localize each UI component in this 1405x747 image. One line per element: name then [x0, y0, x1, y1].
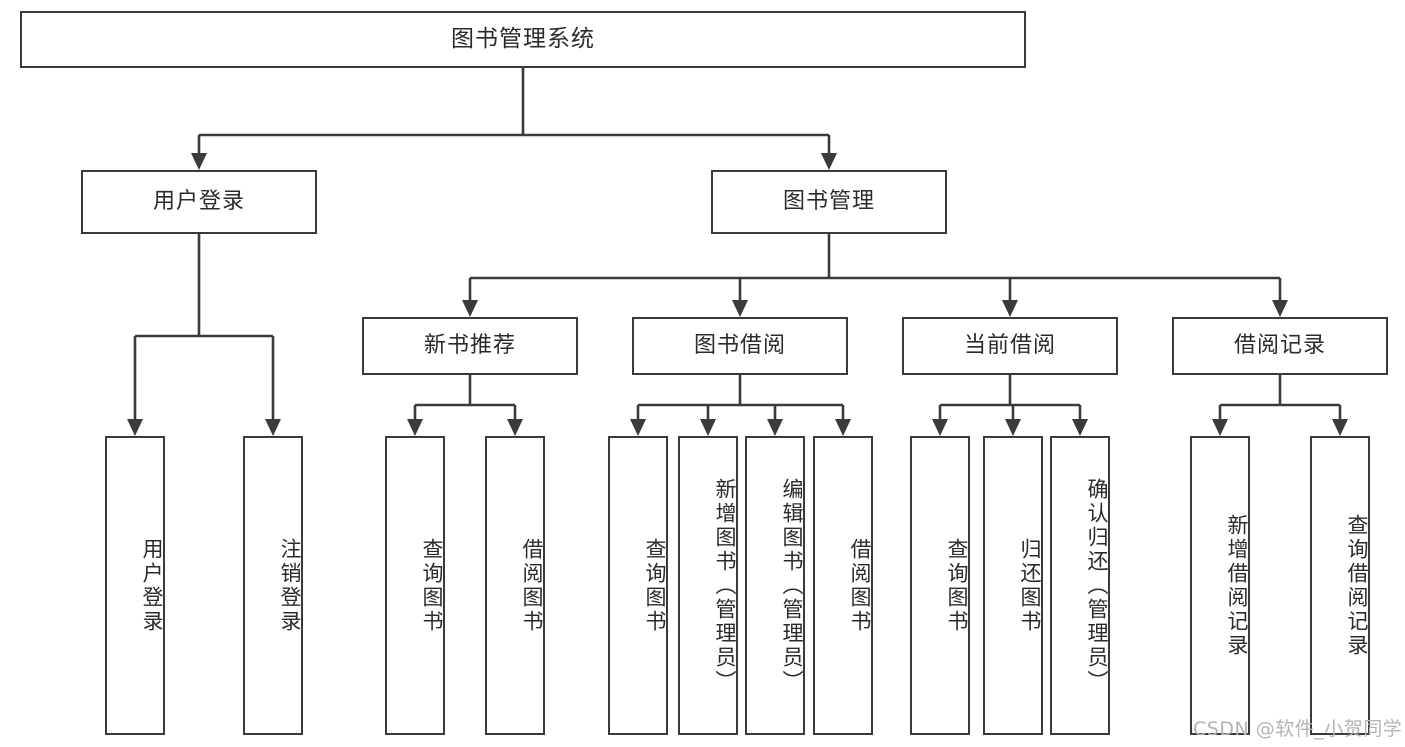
- node-label: 查询图书: [643, 537, 667, 634]
- arrowhead-new-book-fanout-1: [507, 419, 523, 436]
- node-label: 查询图书: [945, 537, 969, 634]
- node-l3-current-borrow[interactable]: 当前借阅: [902, 317, 1118, 375]
- arrowhead-borrow-record-fanout-0: [1212, 419, 1228, 436]
- node-l3-borrow-record[interactable]: 借阅记录: [1172, 317, 1388, 375]
- node-label: 新增图书（管理员）: [713, 477, 737, 694]
- node-root[interactable]: 图书管理系统: [20, 11, 1026, 68]
- node-l4-borrow-book-b[interactable]: 借阅图书: [813, 436, 873, 735]
- node-l2-user-login[interactable]: 用户登录: [81, 170, 317, 234]
- node-label: 编辑图书（管理员）: [780, 477, 804, 694]
- arrowhead-book-borrow-fanout-2: [767, 419, 783, 436]
- arrowhead-borrow-record-fanout-1: [1332, 419, 1348, 436]
- node-label: 借阅图书: [848, 537, 872, 634]
- watermark: CSDN @软件_小贺同学: [1193, 718, 1403, 740]
- node-label: 注销登录: [278, 537, 302, 634]
- arrowhead-book-mgmt-fanout-2: [1002, 300, 1018, 317]
- node-l3-new-book-rec[interactable]: 新书推荐: [362, 317, 578, 375]
- node-label: 新增借阅记录: [1225, 513, 1249, 658]
- node-label: 用户登录: [152, 188, 245, 214]
- node-l4-return-book[interactable]: 归还图书: [983, 436, 1043, 735]
- arrowhead-book-borrow-fanout-1: [700, 419, 716, 436]
- node-label: 当前借阅: [963, 332, 1056, 358]
- node-l4-user-logout[interactable]: 注销登录: [243, 436, 303, 735]
- node-l3-book-borrow[interactable]: 图书借阅: [632, 317, 848, 375]
- node-label: 确认归还（管理员）: [1085, 477, 1109, 694]
- node-l4-confirm-return[interactable]: 确认归还（管理员）: [1050, 436, 1110, 735]
- node-l4-borrow-book-a[interactable]: 借阅图书: [485, 436, 545, 735]
- node-l4-add-book[interactable]: 新增图书（管理员）: [678, 436, 738, 735]
- arrowhead-book-borrow-fanout-3: [835, 419, 851, 436]
- node-label: 图书管理系统: [451, 25, 595, 52]
- node-l4-query-book-a[interactable]: 查询图书: [385, 436, 445, 735]
- node-label: 查询图书: [420, 537, 444, 634]
- arrowhead-root-fanout-1: [821, 153, 837, 170]
- node-label: 归还图书: [1018, 537, 1042, 634]
- arrowhead-new-book-fanout-0: [407, 419, 423, 436]
- arrowhead-user-login-fanout-0: [127, 419, 143, 436]
- arrowhead-book-mgmt-fanout-3: [1272, 300, 1288, 317]
- node-label: 借阅图书: [520, 537, 544, 634]
- node-l2-book-mgmt[interactable]: 图书管理: [711, 170, 947, 234]
- arrowhead-root-fanout-0: [191, 153, 207, 170]
- arrowhead-current-borrow-fanout-0: [932, 419, 948, 436]
- node-label: 借阅记录: [1233, 332, 1326, 358]
- node-label: 图书管理: [782, 188, 875, 214]
- node-label: 新书推荐: [423, 332, 516, 358]
- node-l4-edit-book[interactable]: 编辑图书（管理员）: [745, 436, 805, 735]
- node-l4-user-login[interactable]: 用户登录: [105, 436, 165, 735]
- node-l4-query-record[interactable]: 查询借阅记录: [1310, 436, 1370, 735]
- node-l4-query-book-c[interactable]: 查询图书: [910, 436, 970, 735]
- arrowhead-book-mgmt-fanout-1: [732, 300, 748, 317]
- node-l4-query-book-b[interactable]: 查询图书: [608, 436, 668, 735]
- arrowhead-current-borrow-fanout-1: [1005, 419, 1021, 436]
- arrowhead-book-borrow-fanout-0: [630, 419, 646, 436]
- arrowhead-user-login-fanout-1: [265, 419, 281, 436]
- arrowhead-book-mgmt-fanout-0: [462, 300, 478, 317]
- node-label: 查询借阅记录: [1345, 513, 1369, 658]
- arrowhead-current-borrow-fanout-2: [1072, 419, 1088, 436]
- node-label: 图书借阅: [693, 332, 786, 358]
- node-label: 用户登录: [140, 537, 164, 634]
- node-l4-add-record[interactable]: 新增借阅记录: [1190, 436, 1250, 735]
